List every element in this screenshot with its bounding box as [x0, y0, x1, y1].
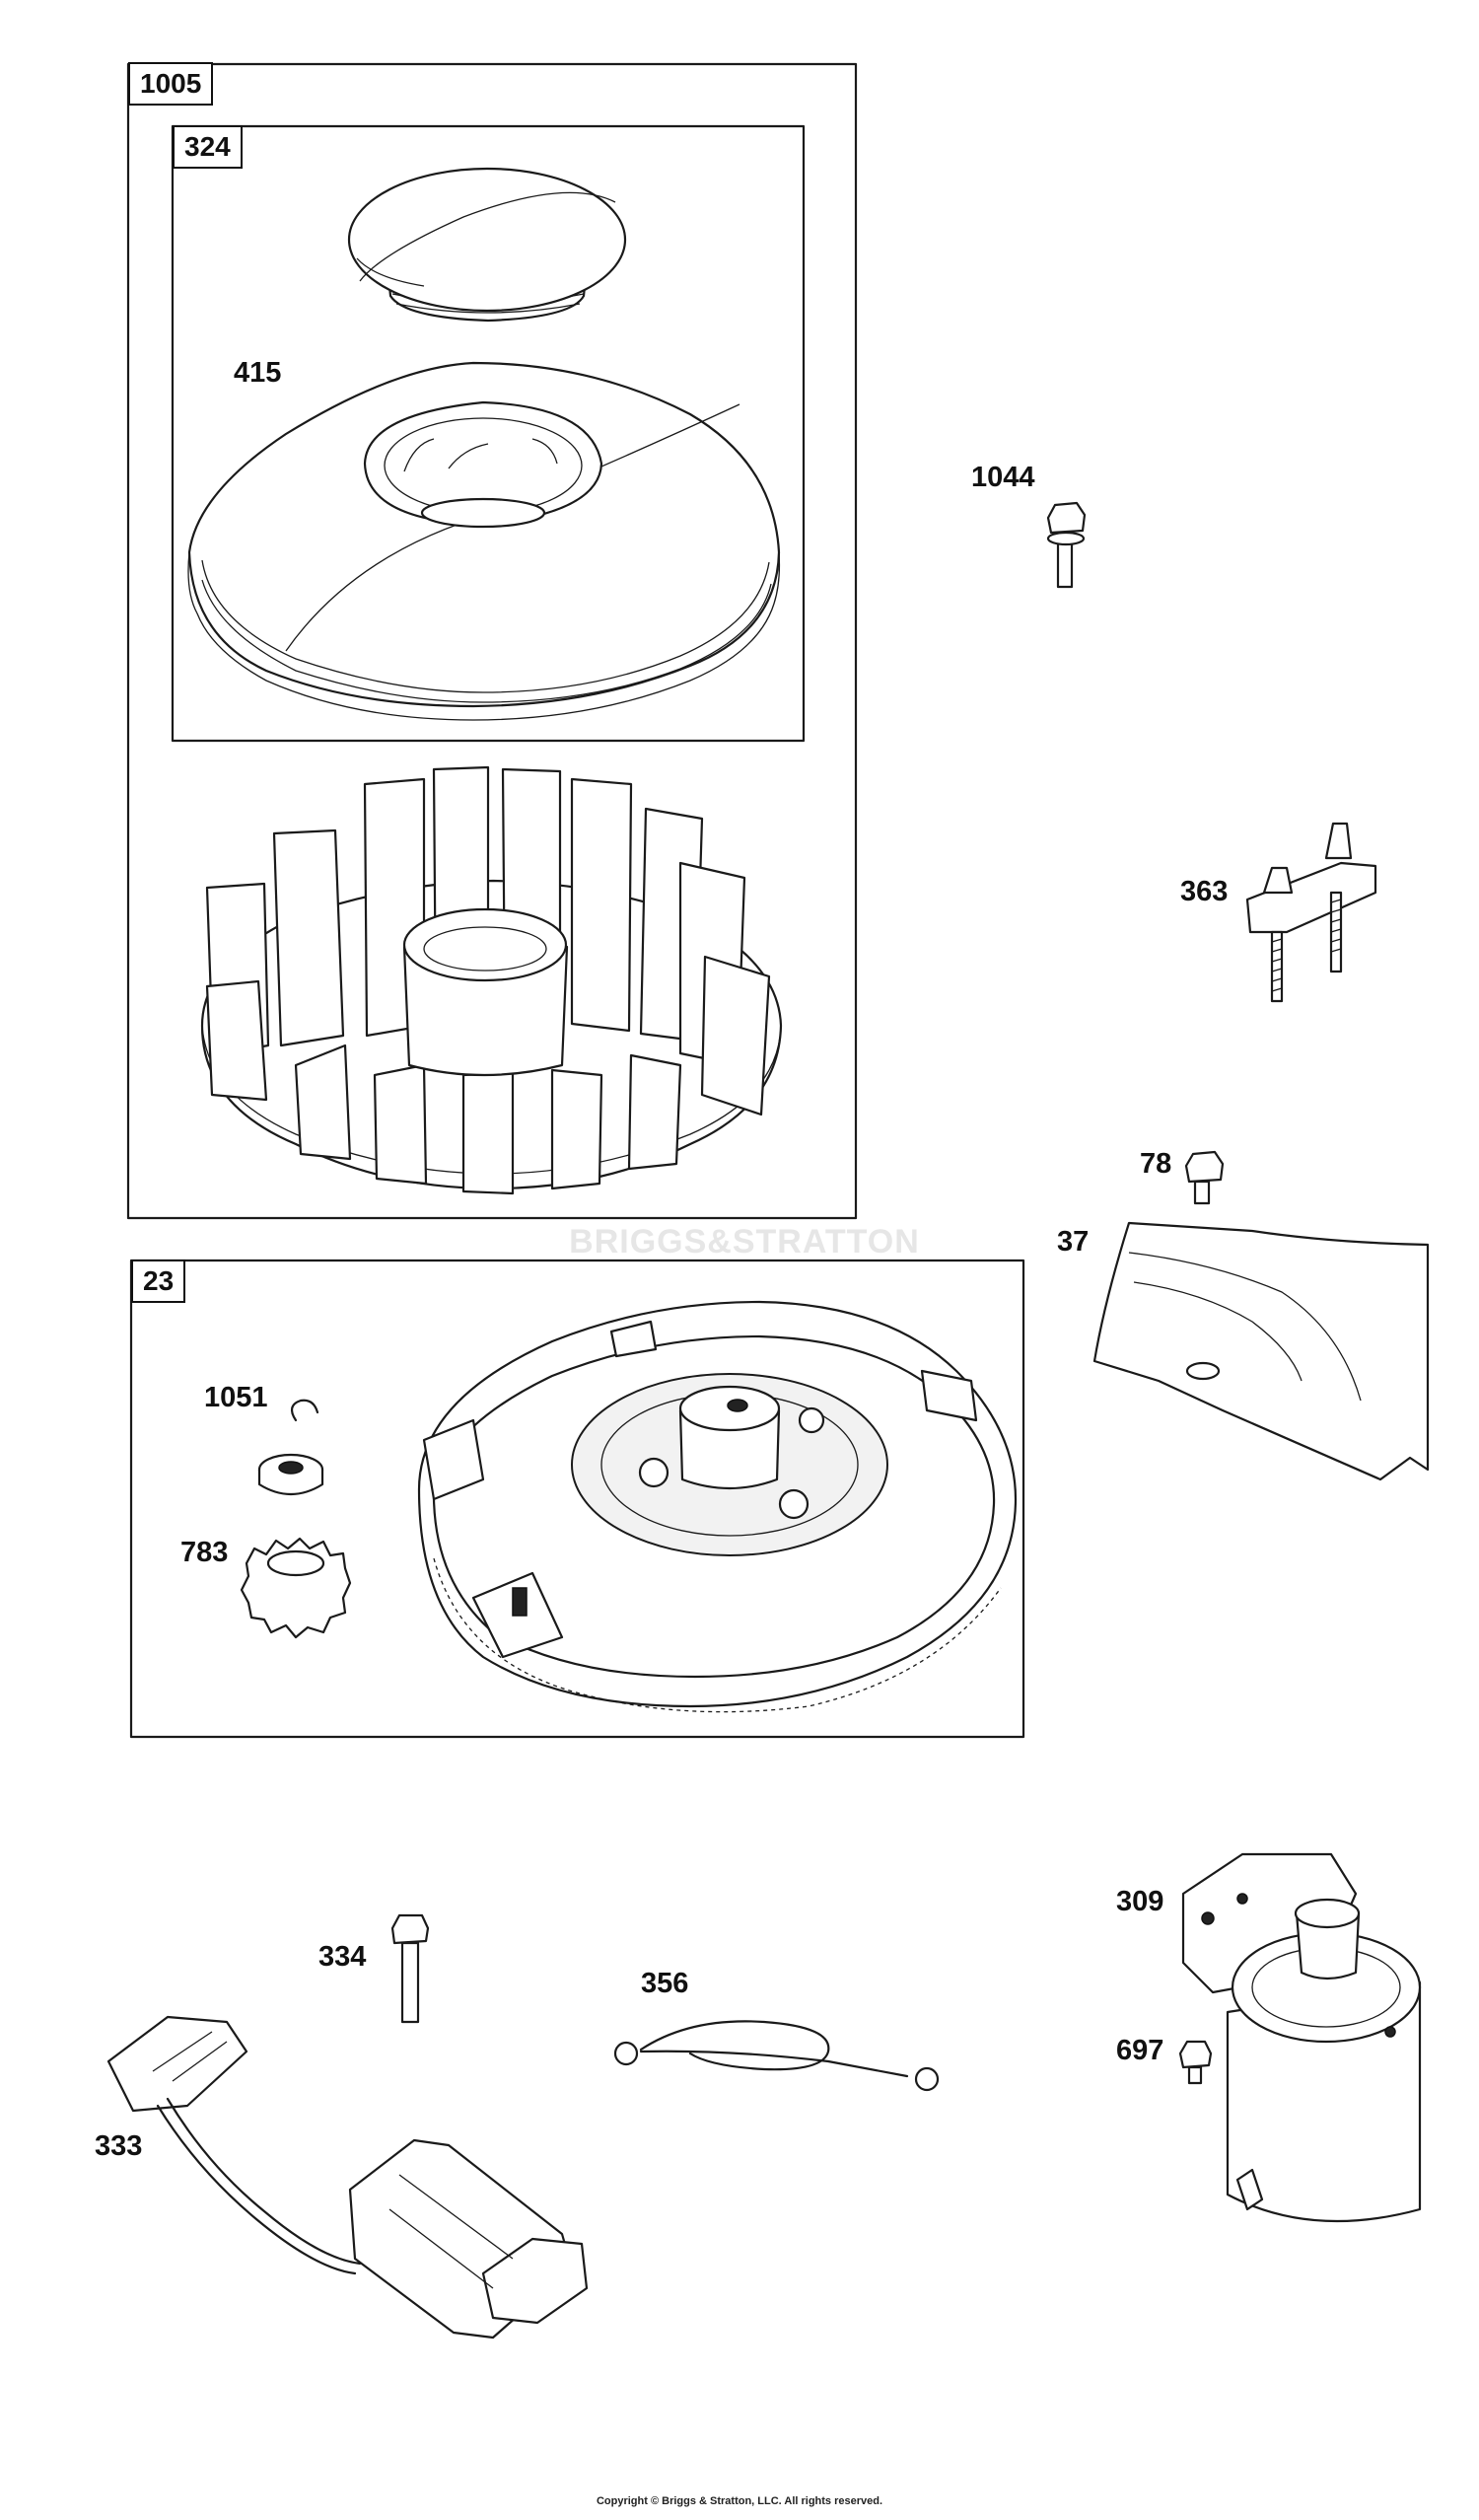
starter-gear-783	[240, 1537, 352, 1639]
callout-697: 697	[1116, 2035, 1164, 2066]
callout-78: 78	[1140, 1148, 1172, 1180]
callout-334: 334	[318, 1941, 367, 1973]
screw-334	[390, 1913, 430, 2024]
callout-37: 37	[1057, 1226, 1090, 1258]
screw-1044	[1046, 501, 1087, 589]
callout-363: 363	[1180, 876, 1229, 907]
screw-78	[1184, 1150, 1225, 1205]
box-23-frame	[129, 1259, 1025, 1739]
callout-1051: 1051	[204, 1382, 268, 1413]
callout-333: 333	[95, 2130, 143, 2162]
box-label-1005: 1005	[128, 62, 214, 106]
screw-697	[1178, 2040, 1213, 2085]
ignition-armature-333	[106, 2015, 589, 2340]
watermark-logo: BRIGGS&STRATTON	[569, 1223, 920, 1260]
callout-309: 309	[1116, 1886, 1164, 1917]
box-label-23: 23	[131, 1260, 186, 1303]
callout-1044: 1044	[971, 462, 1035, 493]
flywheel-23	[417, 1300, 1018, 1713]
air-guide-37	[1092, 1221, 1430, 1481]
callout-783: 783	[180, 1537, 229, 1568]
box-324-frame	[171, 124, 806, 743]
retainer-and-washer-1051	[257, 1399, 324, 1495]
blower-screen-415	[187, 361, 781, 721]
brake-bracket-363	[1245, 822, 1377, 1003]
starter-motor-309	[1181, 1852, 1422, 2223]
ground-wire-356	[613, 2020, 940, 2092]
callout-415: 415	[234, 357, 282, 389]
cooling-fan	[200, 765, 783, 1195]
box-1005-frame	[126, 62, 858, 1220]
rotating-screen-cap	[347, 167, 627, 323]
copyright-notice: Copyright © Briggs & Stratton, LLC. All …	[596, 2495, 883, 2507]
box-label-324: 324	[173, 125, 243, 169]
callout-356: 356	[641, 1968, 689, 1999]
